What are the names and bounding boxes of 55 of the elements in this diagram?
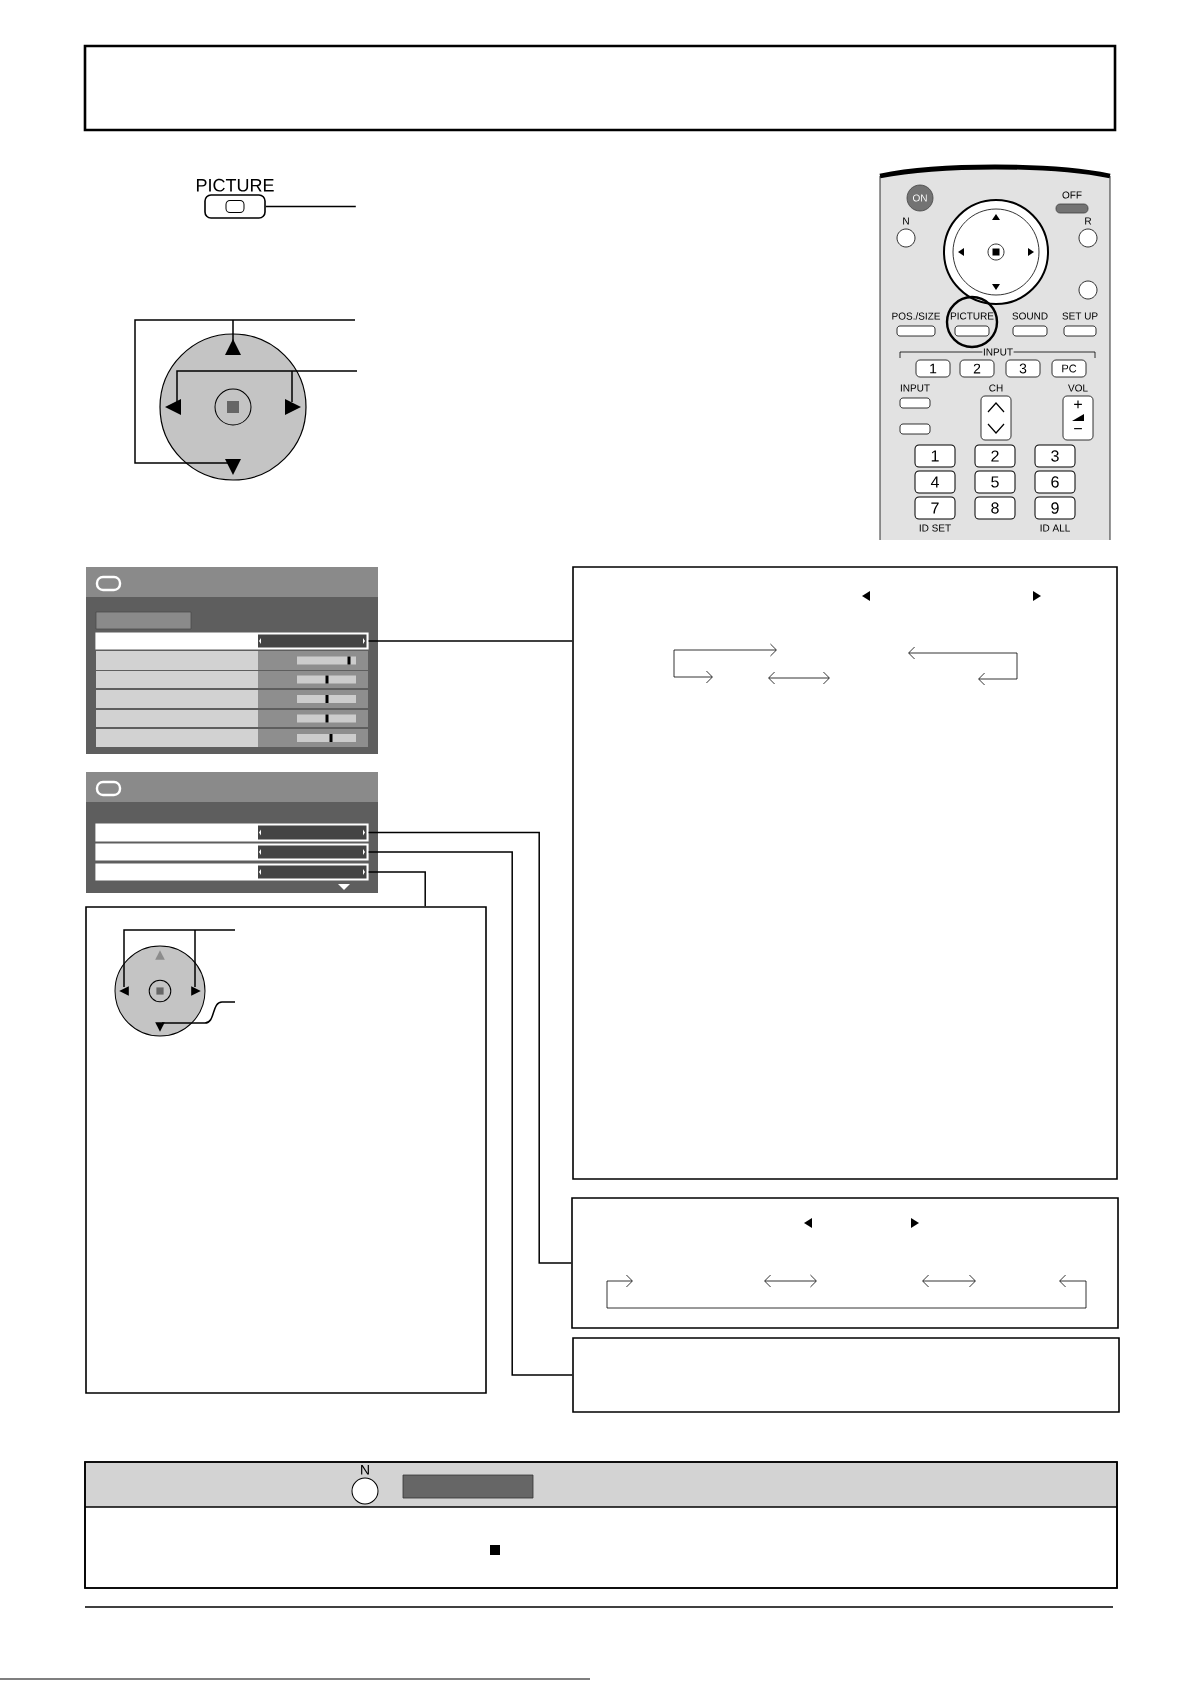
title-box (83, 44, 1117, 132)
picture-button: PICTURE (196, 178, 274, 219)
leader-line (134, 319, 356, 464)
leader-line (367, 831, 572, 1264)
button-label: + (1074, 400, 1082, 409)
text-box (571, 1197, 1119, 1329)
button-label: PICTURE (950, 312, 994, 320)
note-band (84, 1461, 1118, 1589)
button-label: INPUT (900, 384, 930, 392)
round-button: N (351, 1465, 379, 1505)
button-label: 4 (930, 476, 939, 488)
text-box (85, 906, 487, 1394)
menu-row (95, 823, 369, 842)
button-label: 3 (1051, 450, 1059, 462)
leader-line (265, 205, 357, 208)
leader-line (367, 871, 426, 907)
node-label: PICTURE (196, 178, 274, 192)
button-label: 8 (991, 502, 999, 514)
menu-screen (86, 567, 378, 754)
button-label: CH (989, 384, 1003, 392)
button-label: 9 (1051, 502, 1059, 514)
button-label: POS./SIZE (892, 312, 941, 320)
menu-row (95, 843, 369, 861)
button-label: 1 (930, 363, 937, 374)
direction-pad (159, 333, 307, 481)
button-label: 2 (973, 363, 981, 374)
button-label: 5 (991, 476, 999, 488)
node-label: N (361, 1464, 369, 1475)
leader-line (367, 640, 573, 642)
text-box (572, 566, 1118, 1180)
leader-line (367, 851, 573, 1376)
button-label: OFF (1062, 191, 1082, 199)
leader-line (123, 929, 236, 988)
button-label: N (903, 217, 909, 225)
button-label: 2 (991, 450, 999, 462)
leader-line (176, 370, 358, 403)
button-label: 6 (1051, 476, 1059, 488)
button-label: 1 (931, 450, 939, 462)
button-label: − (1074, 428, 1082, 430)
button-label: 7 (931, 502, 939, 514)
leader-line (161, 1001, 236, 1024)
button-label: PC (1062, 364, 1077, 373)
button-label: R (1085, 217, 1092, 225)
button-label: ON (912, 194, 927, 202)
button-label: 3 (1019, 363, 1027, 374)
button-label: INPUT (982, 347, 1014, 357)
text-box (572, 1337, 1120, 1413)
button-label: VOL (1068, 384, 1088, 392)
button-label: ID SET (919, 524, 951, 532)
direction-pad (114, 945, 206, 1037)
button-label: SET UP (1062, 312, 1098, 320)
button-label: ID ALL (1040, 524, 1070, 532)
button-label: SOUND (1012, 312, 1048, 320)
menu-row (95, 632, 369, 650)
menu-row (95, 863, 369, 881)
